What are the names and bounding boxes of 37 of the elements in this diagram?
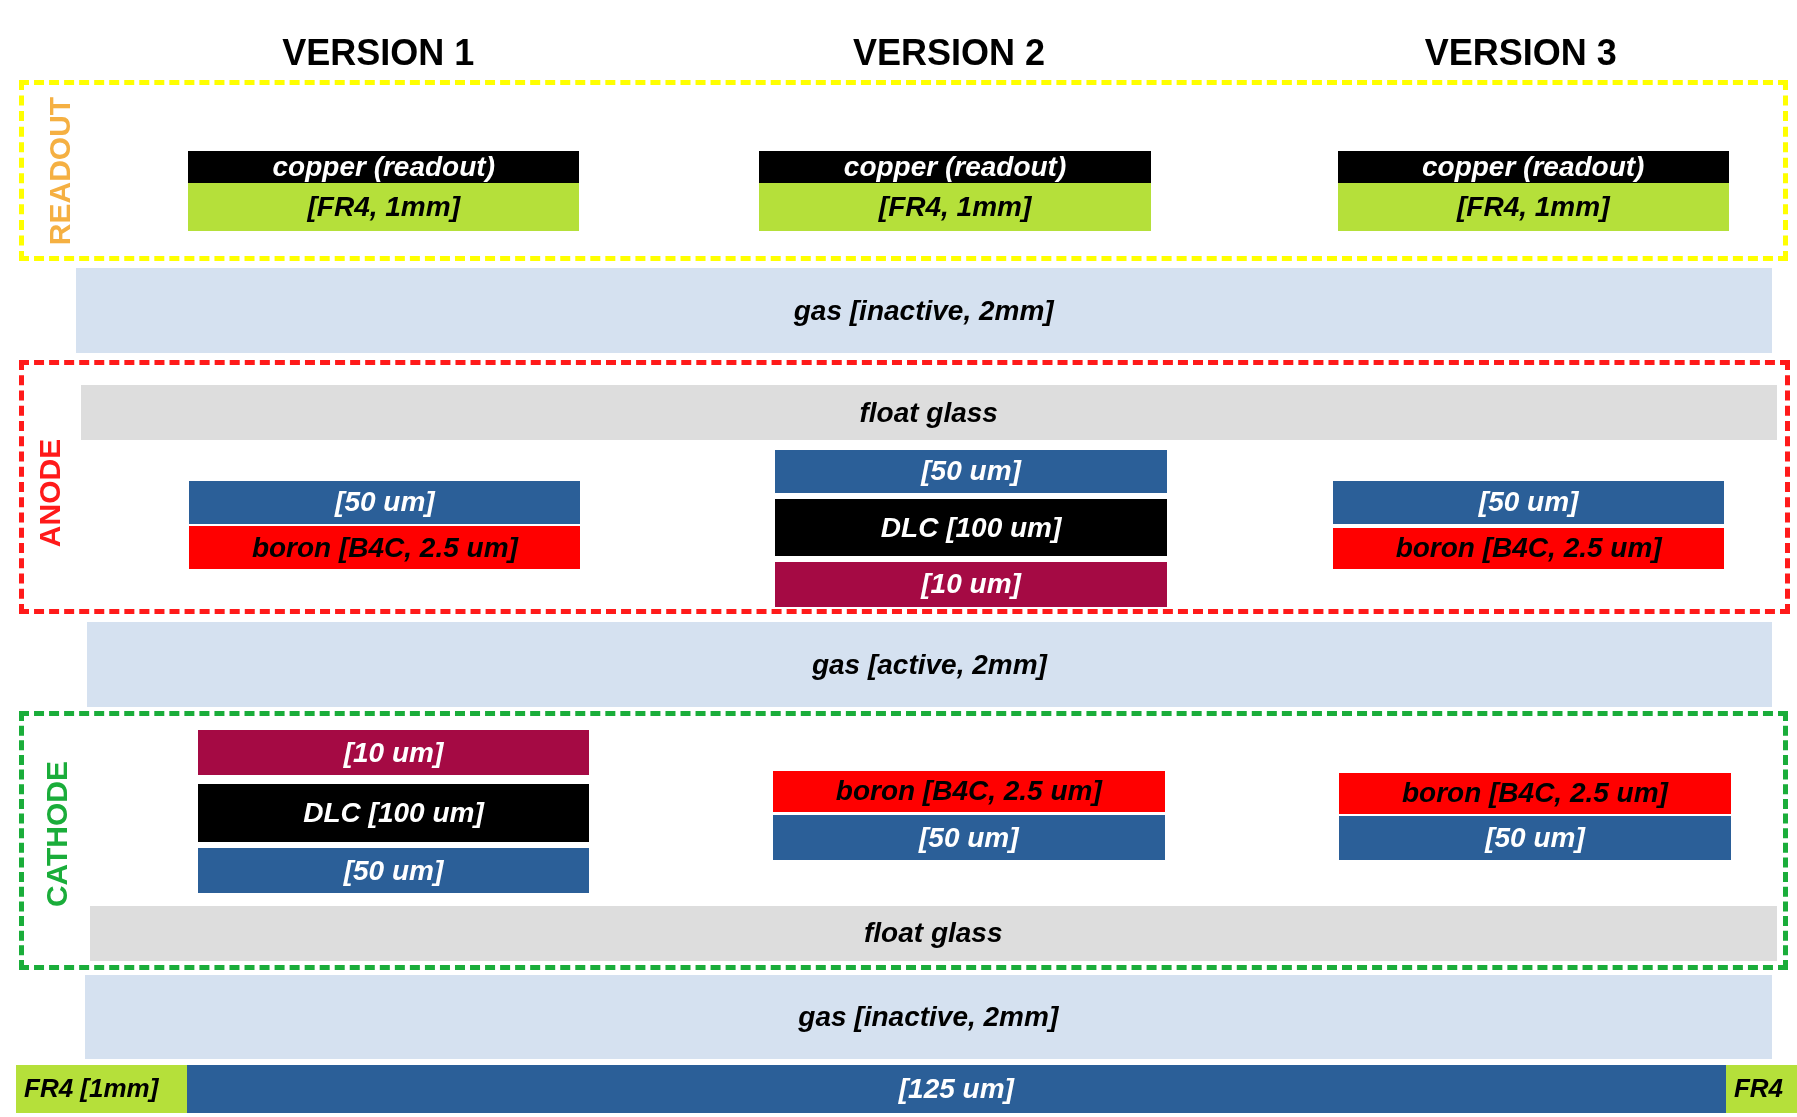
layer-bar: [FR4, 1mm] [1337, 182, 1729, 231]
layer-bar: [10 um] [197, 730, 590, 776]
group-label: ANODE [33, 438, 68, 547]
layer-bar: boron [B4C, 2.5 um] [1338, 772, 1731, 815]
layer-bar: [50 um] [1333, 480, 1725, 525]
layer-bar: boron [B4C, 2.5 um] [772, 770, 1165, 812]
glass-band: float glass [89, 905, 1777, 961]
layer-bar: [50 um] [772, 815, 1165, 860]
layer-bar: boron [B4C, 2.5 um] [1333, 527, 1725, 569]
layer-bar: copper (readout) [759, 150, 1151, 183]
column-heading: VERSION 2 [852, 32, 1045, 75]
dashed-group-frame [19, 80, 1788, 262]
layer-bar: [10 um] [775, 561, 1168, 607]
column-heading: VERSION 1 [282, 32, 475, 75]
layer-bar: copper (readout) [1337, 150, 1729, 183]
dashed-group-frame [19, 359, 1791, 615]
gas-gap-band: gas [inactive, 2mm] [84, 975, 1772, 1059]
glass-band: float glass [80, 385, 1777, 441]
dashed-group-frame [19, 710, 1788, 970]
layer-bar: FR4 [1mm] [16, 1064, 187, 1113]
layer-bar: [50 um] [1338, 816, 1731, 860]
layer-bar: DLC [100 um] [775, 498, 1168, 557]
layer-bar: [50 um] [189, 480, 581, 525]
gas-gap-band: gas [inactive, 2mm] [75, 268, 1772, 353]
layer-bar: [50 um] [197, 848, 590, 894]
column-heading: VERSION 3 [1424, 32, 1617, 75]
layer-bar: [50 um] [775, 449, 1168, 494]
layer-bar: [125 um] [186, 1064, 1726, 1113]
group-label: READOUT [42, 96, 77, 245]
layer-bar: copper (readout) [188, 150, 580, 183]
layer-bar: FR4 [1725, 1064, 1797, 1113]
group-label: CATHODE [40, 761, 75, 908]
layer-bar: [FR4, 1mm] [759, 182, 1151, 231]
layer-bar: DLC [100 um] [197, 784, 590, 842]
layer-bar: boron [B4C, 2.5 um] [189, 526, 581, 569]
gas-gap-band: gas [active, 2mm] [87, 622, 1772, 708]
layer-bar: [FR4, 1mm] [188, 182, 580, 231]
